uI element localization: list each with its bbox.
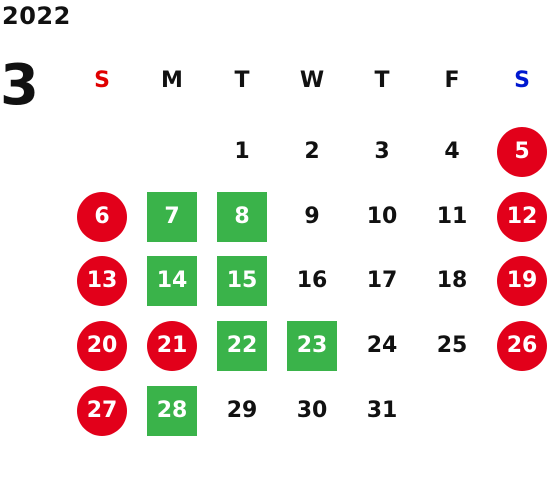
day-23-highlighted: 23 <box>287 321 337 371</box>
weekday-tue: T <box>234 68 250 93</box>
day-26-holiday: 26 <box>497 321 547 371</box>
day-28-highlighted: 28 <box>147 386 197 436</box>
day-12-holiday: 12 <box>497 192 547 242</box>
day-15-highlighted: 15 <box>217 256 267 306</box>
day-11: 11 <box>436 204 468 229</box>
day-7-highlighted: 7 <box>147 192 197 242</box>
day-30: 30 <box>296 398 328 423</box>
day-10: 10 <box>366 204 398 229</box>
day-3: 3 <box>374 139 390 164</box>
day-29: 29 <box>226 398 258 423</box>
day-16: 16 <box>296 268 328 293</box>
day-22-highlighted: 22 <box>217 321 267 371</box>
day-24: 24 <box>366 333 398 358</box>
day-19-holiday: 19 <box>497 256 547 306</box>
day-27-holiday: 27 <box>77 386 127 436</box>
day-21-holiday: 21 <box>147 321 197 371</box>
day-18: 18 <box>436 268 468 293</box>
day-25: 25 <box>436 333 468 358</box>
day-9: 9 <box>304 204 320 229</box>
weekday-sun: S <box>94 68 110 93</box>
day-1: 1 <box>234 139 250 164</box>
calendar-month: 3 <box>0 53 39 118</box>
day-5-holiday: 5 <box>497 127 547 177</box>
weekday-fri: F <box>444 68 460 93</box>
day-14-highlighted: 14 <box>147 256 197 306</box>
weekday-wed: W <box>299 68 325 93</box>
day-17: 17 <box>366 268 398 293</box>
weekday-thu: T <box>374 68 390 93</box>
weekday-mon: M <box>161 68 183 93</box>
calendar-year: 2022 <box>2 2 71 30</box>
day-13-holiday: 13 <box>77 256 127 306</box>
day-31: 31 <box>366 398 398 423</box>
day-6-holiday: 6 <box>77 192 127 242</box>
weekday-sat: S <box>514 68 530 93</box>
day-2: 2 <box>304 139 320 164</box>
day-8-highlighted: 8 <box>217 192 267 242</box>
day-4: 4 <box>444 139 460 164</box>
day-20-holiday: 20 <box>77 321 127 371</box>
